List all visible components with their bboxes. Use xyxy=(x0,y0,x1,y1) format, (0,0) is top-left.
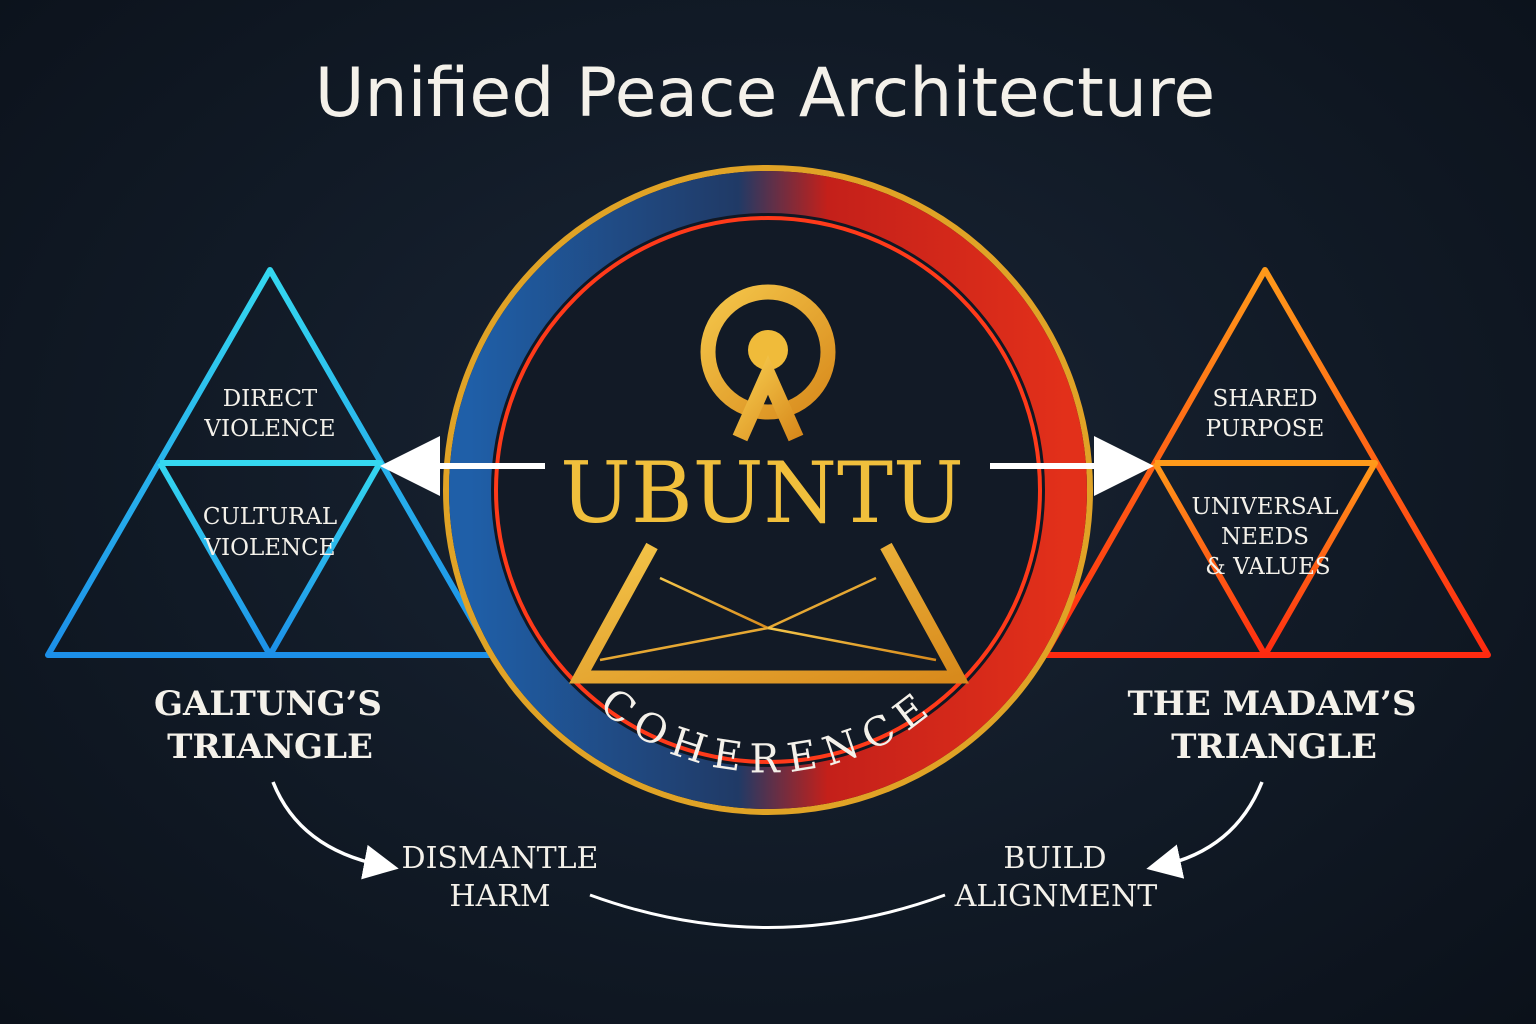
page-title: Unified Peace Architecture xyxy=(315,54,1215,133)
ubuntu-label: UBUNTU xyxy=(560,444,964,542)
arrow-madam-to-build xyxy=(1146,781,1264,879)
ubuntu-emblem: UBUNTU COHERENCE xyxy=(443,165,1093,815)
connector-arc xyxy=(589,893,946,929)
madam-triangle xyxy=(1042,267,1491,658)
arrow-galtung-to-dismantle xyxy=(271,781,399,880)
galtung-triangle xyxy=(45,267,495,658)
ubuntu-symbol-icon xyxy=(569,284,969,684)
